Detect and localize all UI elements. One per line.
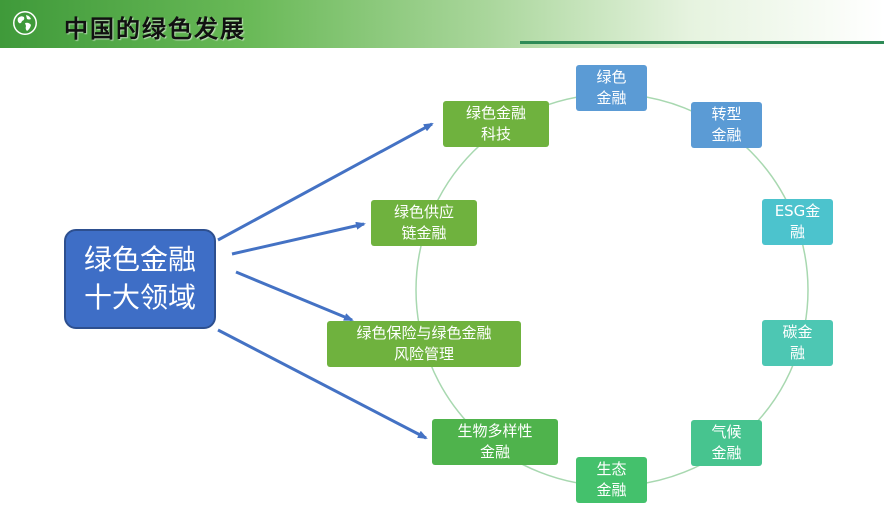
center-line-2: 十大领域: [83, 281, 196, 314]
node-esg-finance: ESG金 融: [762, 199, 833, 245]
header-divider: [520, 41, 884, 44]
center-topic-box: 绿色金融 十大领域: [64, 229, 216, 329]
node-green-insurance: 绿色保险与绿色金融 风险管理: [327, 321, 521, 367]
node-transition-finance: 转型 金融: [691, 102, 762, 148]
center-line-1: 绿色金融: [83, 243, 196, 276]
arrow-to-supply: [231, 221, 366, 256]
node-green-finance: 绿色 金融: [576, 65, 647, 111]
globe-icon: [13, 11, 37, 35]
page-title: 中国的绿色发展: [64, 15, 246, 43]
node-climate-finance: 气候 金融: [691, 420, 762, 466]
arrow-to-fintech: [217, 122, 434, 242]
arrow-to-biodiversity: [217, 328, 428, 440]
header-banner: [0, 0, 884, 48]
node-green-supply-chain: 绿色供应 链金融: [371, 200, 477, 246]
arrow-to-insurance: [235, 270, 354, 322]
node-green-fintech: 绿色金融 科技: [443, 101, 549, 147]
node-carbon-finance: 碳金 融: [762, 320, 833, 366]
node-biodiversity: 生物多样性 金融: [432, 419, 558, 465]
node-ecology-finance: 生态 金融: [576, 457, 647, 503]
